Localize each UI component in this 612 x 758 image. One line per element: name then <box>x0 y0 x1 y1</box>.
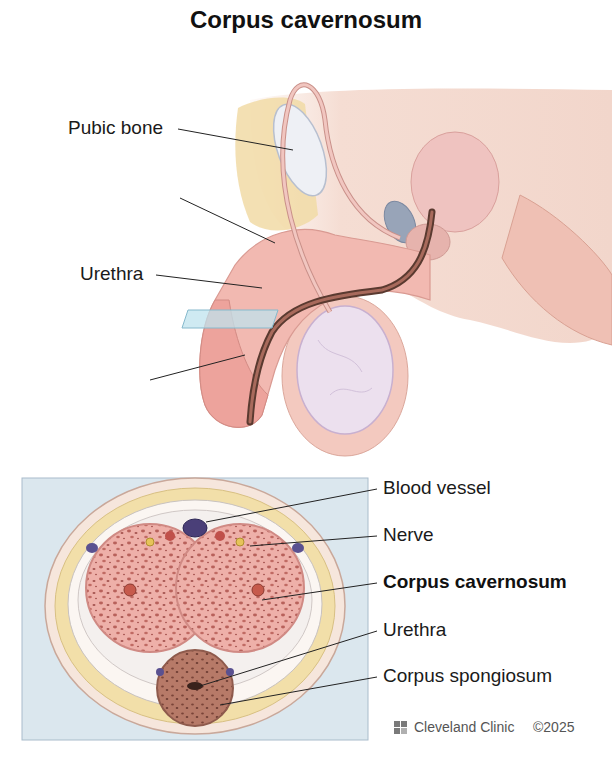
part-label: Nerve <box>383 524 434 546</box>
brand-name: Cleveland Clinic <box>414 719 514 735</box>
part-label: Urethra <box>80 263 143 285</box>
copyright-note: ©2025 <box>533 719 574 735</box>
part-label: Corpus cavernosum <box>383 571 567 593</box>
part-label: Blood vessel <box>383 477 491 499</box>
part-label: Urethra <box>383 619 446 641</box>
part-label: Corpus spongiosum <box>383 665 552 687</box>
diagram-title: Corpus cavernosum <box>0 6 612 34</box>
part-label: Pubic bone <box>68 117 163 139</box>
